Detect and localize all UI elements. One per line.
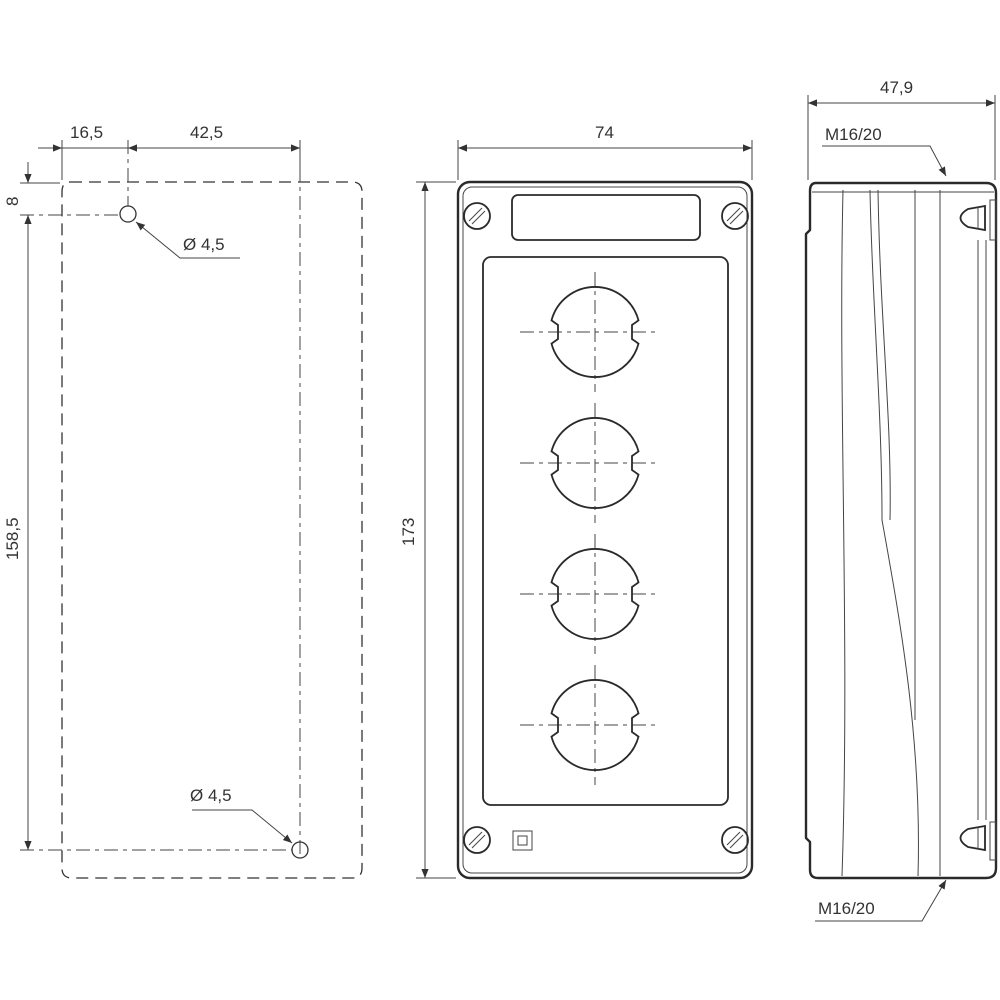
gland-bottom-label: M16/20 [818, 899, 875, 918]
symbol-inner-square [517, 835, 528, 846]
mounting-hole-top [119, 205, 137, 223]
gland-seat-bottom [989, 821, 997, 861]
side-contour-2 [869, 189, 919, 877]
label-window [511, 194, 701, 241]
gland-top-leader [822, 145, 947, 177]
enclosure-outer [456, 180, 754, 880]
screw-head [721, 826, 749, 854]
gland-body [959, 204, 986, 232]
gland-bottom-leader [815, 879, 947, 922]
screw-top-left [463, 202, 491, 230]
mounting-hole-bottom [291, 841, 309, 859]
rear-outline [61, 181, 363, 879]
button-hole-1 [520, 272, 660, 392]
width-label: 74 [595, 123, 614, 142]
gland-top-label: M16/20 [825, 125, 882, 144]
keyed-hole [550, 417, 640, 509]
side-outline [804, 181, 998, 880]
screw-slot [468, 831, 483, 846]
side-view: 47,9 M16/20 M16/20 [804, 78, 998, 922]
cable-gland-top [959, 204, 986, 232]
gland-body [959, 824, 986, 852]
symbol-outer-square [512, 830, 533, 851]
side-contour-1 [841, 189, 846, 877]
dim-offset-left-label: 16,5 [70, 123, 103, 142]
button-hole-4 [520, 665, 660, 785]
keyed-hole [550, 679, 640, 771]
screw-head [463, 826, 491, 854]
button-panel [482, 256, 729, 806]
side-contour-3 [877, 189, 891, 521]
dim-hole-spacing-x-label: 42,5 [190, 123, 223, 142]
dim-hole-spacing-y-label: 158,5 [3, 517, 22, 560]
screw-slot [471, 834, 486, 849]
screw-bottom-left [463, 826, 491, 854]
gland-seat-top [989, 199, 997, 241]
screw-slot [726, 831, 741, 846]
hole-top-label: Ø 4,5 [183, 235, 225, 254]
depth-label: 47,9 [880, 78, 913, 97]
screw-slot [471, 210, 486, 225]
cable-gland-bottom [959, 824, 986, 852]
insulation-symbol [512, 830, 533, 851]
hole-bottom-leader [192, 809, 293, 844]
hole-top-leader [135, 221, 240, 259]
button-hole-3 [520, 534, 660, 654]
height-label: 173 [399, 518, 418, 546]
screw-bottom-right [721, 826, 749, 854]
front-view: 74 173 [399, 123, 754, 880]
screw-slot [726, 207, 741, 222]
hole-bottom-label: Ø 4,5 [190, 786, 232, 805]
screw-slot [729, 834, 744, 849]
screw-top-right [721, 202, 749, 230]
keyed-hole [550, 286, 640, 378]
rear-view: 16,5 42,5 8 158,5 Ø 4,5 Ø 4,5 [3, 123, 363, 879]
enclosure-inner-edge [462, 186, 748, 874]
screw-head [463, 202, 491, 230]
keyed-hole [550, 548, 640, 640]
screw-head [721, 202, 749, 230]
screw-slot [729, 210, 744, 225]
button-hole-2 [520, 403, 660, 523]
dim-offset-top-label: 8 [3, 197, 22, 206]
screw-slot [468, 207, 483, 222]
